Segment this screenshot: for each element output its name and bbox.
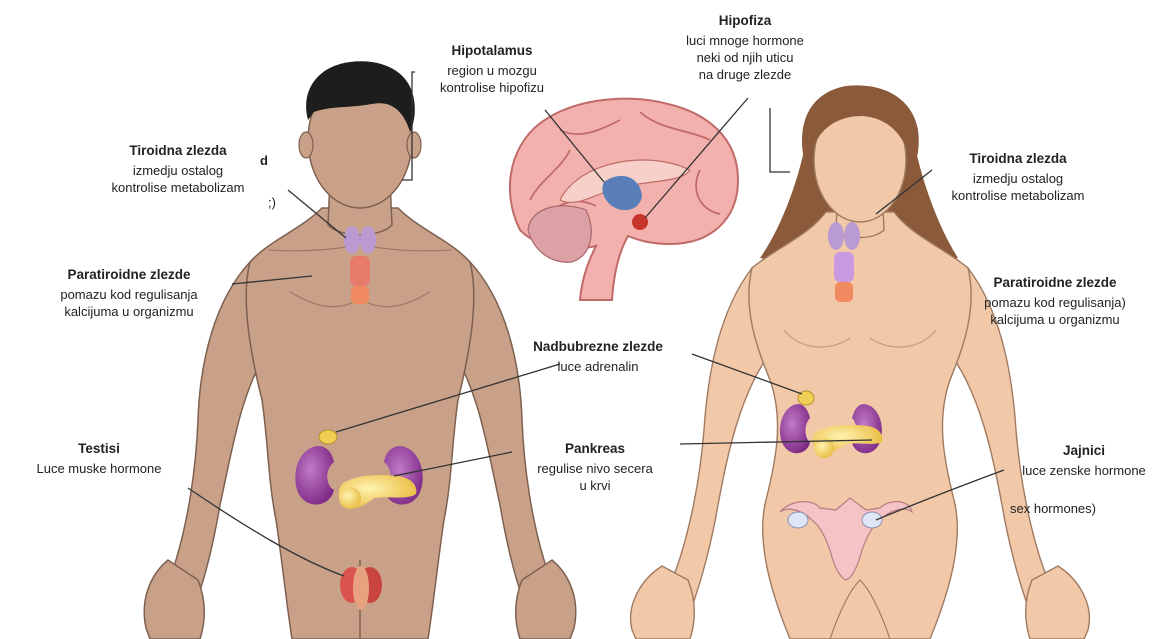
jajnici-title: Jajnici xyxy=(996,442,1172,459)
label-pankreas: Pankreas regulise nivo secera u krvi xyxy=(510,440,680,494)
tiroidna-female-line1: izmedju ostalog xyxy=(918,170,1118,187)
paratiroidne-female-title: Paratiroidne zlezde xyxy=(948,274,1162,291)
jajnici-line2: sex hormones) xyxy=(1010,500,1096,517)
label-hipotalamus: Hipotalamus region u mozgu kontrolise hi… xyxy=(412,42,572,96)
tiroidna-female-title: Tiroidna zlezda xyxy=(918,150,1118,167)
pankreas-title: Pankreas xyxy=(510,440,680,457)
tiroidna-male-title: Tiroidna zlezda xyxy=(78,142,278,159)
testisi-line1: Luce muske hormone xyxy=(6,460,192,477)
jajnici-line1: luce zenske hormone xyxy=(996,462,1172,479)
label-hipofiza: Hipofiza luci mnoge hormone neki od njih… xyxy=(660,12,830,83)
hipofiza-line2: neki od njih uticu xyxy=(660,49,830,66)
hipotalamus-line1: region u mozgu xyxy=(412,62,572,79)
tiroidna-male-ghost-2: ;) xyxy=(268,194,276,211)
testisi-title: Testisi xyxy=(6,440,192,457)
hipofiza-line1: luci mnoge hormone xyxy=(660,32,830,49)
tiroidna-male-line1: izmedju ostalog xyxy=(78,162,278,179)
hipotalamus-title: Hipotalamus xyxy=(412,42,572,59)
label-nadbubrezne: Nadbubrezne zlezde luce adrenalin xyxy=(506,338,690,375)
paratiroidne-female-line1: pomazu kod regulisanja) xyxy=(948,294,1162,311)
label-paratiroidne-male: Paratiroidne zlezde pomazu kod regulisan… xyxy=(26,266,232,320)
paratiroidne-male-title: Paratiroidne zlezde xyxy=(26,266,232,283)
label-jajnici: Jajnici luce zenske hormone xyxy=(996,442,1172,479)
nadbubrezne-line1: luce adrenalin xyxy=(506,358,690,375)
hipofiza-title: Hipofiza xyxy=(660,12,830,29)
paratiroidne-female-line2: kalcijuma u organizmu xyxy=(948,311,1162,328)
tiroidna-male-ghost-1: d xyxy=(260,152,268,169)
pankreas-line2: u krvi xyxy=(510,477,680,494)
brain-illustration xyxy=(510,99,738,300)
hipotalamus-line2: kontrolise hipofizu xyxy=(412,79,572,96)
pankreas-line1: regulise nivo secera xyxy=(510,460,680,477)
label-testisi: Testisi Luce muske hormone xyxy=(6,440,192,477)
nadbubrezne-title: Nadbubrezne zlezde xyxy=(506,338,690,355)
tiroidna-male-line2: kontrolise metabolizam xyxy=(78,179,278,196)
label-tiroidna-male: Tiroidna zlezda izmedju ostalog kontroli… xyxy=(78,142,278,196)
label-tiroidna-female: Tiroidna zlezda izmedju ostalog kontroli… xyxy=(918,150,1118,204)
label-paratiroidne-female: Paratiroidne zlezde pomazu kod regulisan… xyxy=(948,274,1162,328)
paratiroidne-male-line1: pomazu kod regulisanja xyxy=(26,286,232,303)
tiroidna-female-line2: kontrolise metabolizam xyxy=(918,187,1118,204)
paratiroidne-male-line2: kalcijuma u organizmu xyxy=(26,303,232,320)
hipofiza-line3: na druge zlezde xyxy=(660,66,830,83)
